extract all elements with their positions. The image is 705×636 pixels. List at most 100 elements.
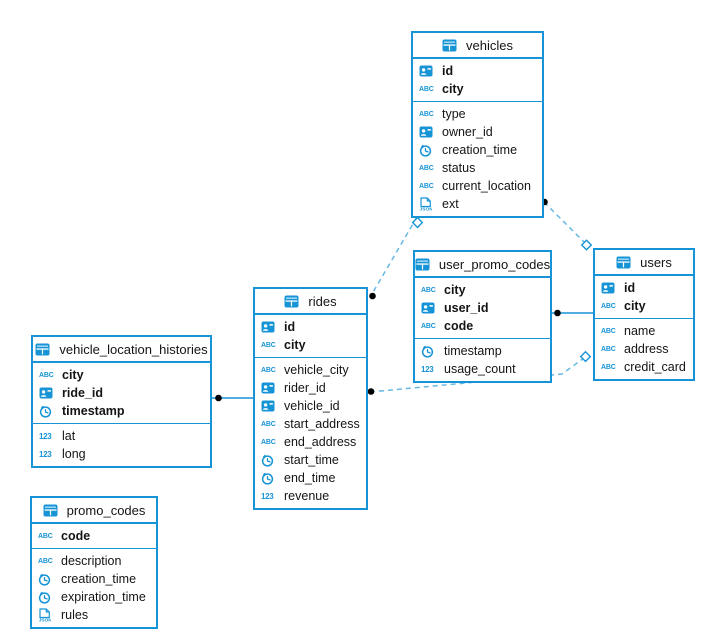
field-row-creation_time: creation_time (413, 141, 542, 159)
table-icon (35, 343, 53, 356)
field-name: ride_id (62, 386, 103, 400)
abc-text-icon: ABC (419, 182, 434, 190)
abc-text-icon: ABC (38, 532, 53, 540)
relation-endpoint-diamond (411, 216, 424, 229)
clock-icon (261, 472, 279, 485)
field-row-vehicle_id: vehicle_id (255, 397, 366, 415)
svg-text:JSON: JSON (39, 617, 51, 622)
field-name: timestamp (62, 404, 125, 418)
field-row-city: ABC city (415, 281, 550, 299)
field-name: expiration_time (61, 590, 146, 604)
field-row-end_time: end_time (255, 469, 366, 487)
abc-text-icon: ABC (601, 363, 616, 371)
clock-icon (421, 345, 439, 358)
table-name: vehicles (466, 37, 513, 53)
table-name: users (640, 254, 672, 270)
abc-text-icon: ABC (38, 557, 53, 565)
field-name: city (284, 338, 306, 352)
person-id-icon (601, 282, 619, 294)
field-name: start_time (284, 453, 339, 467)
number-123-icon: 123 (39, 431, 52, 441)
svg-text:JSON: JSON (420, 206, 432, 211)
table-header-vehicle_location_histories[interactable]: vehicle_location_histories (33, 337, 210, 363)
relation-vehicle_location_histories-rides (212, 394, 254, 402)
abc-text-icon: ABC (601, 327, 616, 335)
relation-endpoint-diamond (579, 350, 592, 363)
field-name: end_address (284, 435, 357, 449)
abc-text-icon: ABC (421, 286, 436, 294)
field-row-rules: JSON rules (32, 606, 156, 624)
table-header-users[interactable]: users (595, 250, 693, 276)
field-name: city (442, 82, 464, 96)
field-name: vehicle_id (284, 399, 340, 413)
relation-endpoint-dot (554, 309, 561, 317)
number-123-icon: 123 (39, 449, 52, 459)
field-row-creation_time: creation_time (32, 570, 156, 588)
person-id-icon (419, 126, 437, 138)
field-name: status (442, 161, 476, 175)
field-name: id (284, 320, 296, 334)
person-id-icon (39, 387, 57, 399)
table-name: promo_codes (66, 502, 146, 518)
field-name: revenue (284, 489, 330, 503)
field-name: rules (61, 608, 89, 622)
field-name: credit_card (624, 360, 686, 374)
table-header-vehicles[interactable]: vehicles (413, 33, 542, 59)
field-row-rider_id: rider_id (255, 379, 366, 397)
field-name: vehicle_city (284, 363, 349, 377)
field-name: creation_time (61, 572, 137, 586)
field-name: user_id (444, 301, 489, 315)
field-name: start_address (284, 417, 360, 431)
clock-icon (38, 573, 56, 586)
field-name: city (444, 283, 466, 297)
abc-text-icon: ABC (419, 85, 434, 93)
abc-text-icon: ABC (39, 371, 54, 379)
table-icon (616, 256, 634, 269)
field-row-credit_card: ABC credit_card (595, 358, 693, 376)
field-row-owner_id: owner_id (413, 123, 542, 141)
field-name: timestamp (444, 344, 502, 358)
relation-vehicles-users (541, 198, 593, 251)
table-header-rides[interactable]: rides (255, 289, 366, 315)
relation-endpoint-dot (367, 388, 375, 395)
field-row-city: ABC city (413, 80, 542, 98)
table-icon (442, 39, 460, 52)
relation-user_promo_codes-users (552, 309, 594, 317)
table-header-user_promo_codes[interactable]: user_promo_codes (415, 252, 550, 278)
field-row-id: id (595, 279, 693, 297)
field-name: rider_id (284, 381, 326, 395)
table-header-promo_codes[interactable]: promo_codes (32, 498, 156, 524)
field-name: name (624, 324, 656, 338)
field-name: usage_count (444, 362, 516, 376)
relation-endpoint-dot (215, 394, 222, 402)
table-name: vehicle_location_histories (59, 341, 208, 357)
